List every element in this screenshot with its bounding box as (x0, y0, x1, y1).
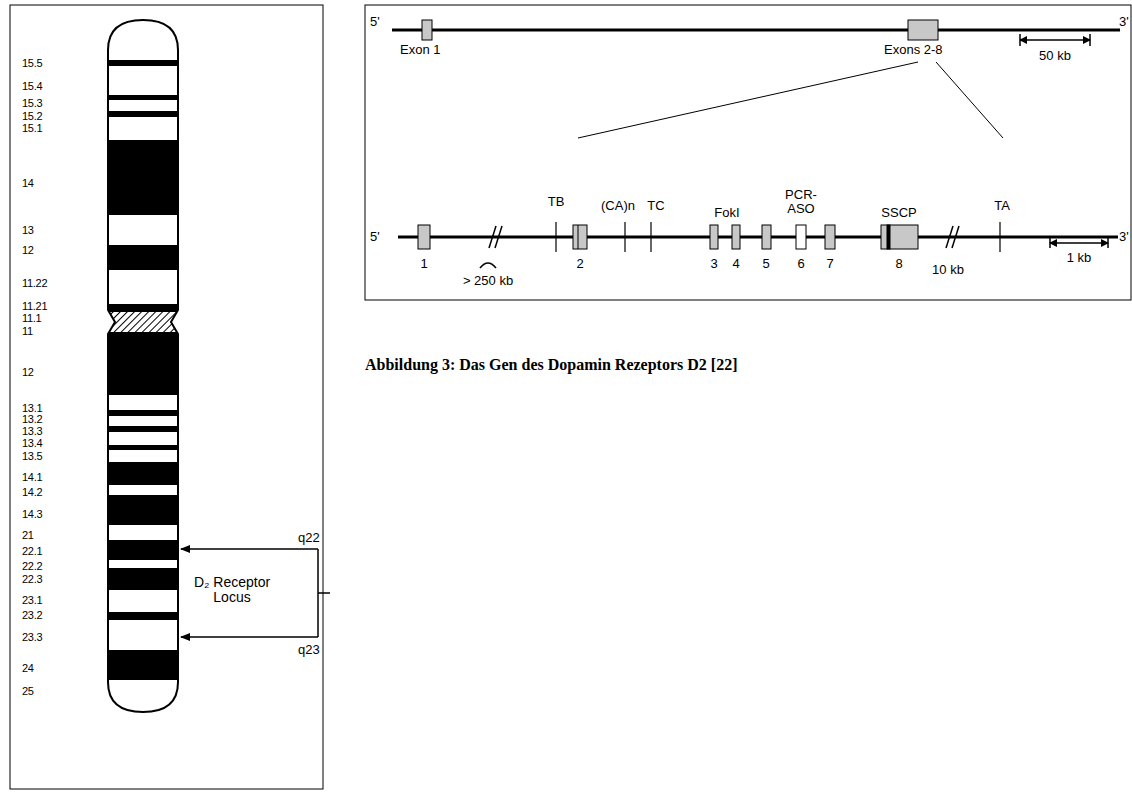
span-arc (480, 263, 496, 268)
panel-frame (365, 5, 1131, 300)
site-label: FokI (714, 206, 739, 220)
panel-frame (10, 5, 323, 789)
band-label: 15.1 (22, 122, 42, 134)
gene-line (392, 29, 1120, 32)
band-label: 22.1 (22, 545, 42, 557)
site-ticks (556, 222, 1000, 252)
site-label: TC (647, 199, 664, 213)
end-label: 5' (370, 15, 380, 29)
site-label: TA (994, 199, 1010, 213)
exon-label: Exons 2-8 (884, 43, 943, 57)
end-label: 5' (370, 230, 380, 244)
locus-arrow (181, 548, 318, 550)
exon-number: 2 (576, 257, 583, 271)
zoom-line (578, 62, 918, 138)
locus-label: q23 (298, 643, 320, 657)
band-label: 11.21 (22, 300, 47, 312)
band-label: 14.1 (22, 471, 42, 483)
scale-bar (1089, 34, 1091, 46)
scale-bar (1019, 34, 1021, 46)
exon-number: 8 (895, 257, 902, 271)
band-label: 21 (22, 529, 34, 541)
locus-title: D₂ Receptor Locus (187, 575, 277, 606)
end-label: 3' (1119, 230, 1129, 244)
band-label: 15.3 (22, 97, 42, 109)
band-label: 15.2 (22, 110, 42, 122)
exon-box (908, 20, 938, 40)
scale-bar (1049, 238, 1051, 248)
band-label: 14.2 (22, 486, 42, 498)
scale-bar (1050, 242, 1108, 244)
band-label: 15.5 (22, 57, 42, 69)
locus-label: q22 (298, 531, 320, 545)
band-label: 23.1 (22, 594, 42, 606)
band-label: 11.22 (22, 277, 47, 289)
band-label: 14 (22, 177, 34, 189)
exon-number: 3 (710, 257, 717, 271)
exon-number: 4 (732, 257, 739, 271)
exon-number: 1 (420, 257, 427, 271)
site-label: (CA)n (601, 199, 635, 213)
break-marks (489, 226, 959, 248)
exon-number: 7 (826, 257, 833, 271)
band-label: 23.2 (22, 609, 42, 621)
span-label: 10 kb (932, 263, 964, 277)
scale-label: 50 kb (1039, 49, 1071, 63)
band-label: 23.3 (22, 631, 42, 643)
figure-caption: Abbildung 3: Das Gen des Dopamin Rezepto… (365, 356, 737, 374)
span-label: > 250 kb (463, 274, 513, 288)
band-label: 22.2 (22, 560, 42, 572)
exon-box (422, 20, 432, 40)
scale-bar (1107, 238, 1109, 248)
site-label: TB (548, 195, 565, 209)
chromosome-outline (108, 20, 178, 712)
site-label: SSCP (881, 206, 916, 220)
band-label: 12 (22, 244, 34, 256)
band-label: 24 (22, 662, 34, 674)
scale-label: 1 kb (1067, 251, 1092, 265)
band-label: 13 (22, 224, 34, 236)
gene-line (398, 236, 1118, 239)
band-label: 13.3 (22, 425, 42, 437)
locus-bracket (318, 592, 330, 594)
exon-label: Exon 1 (400, 43, 440, 57)
band-label: 25 (22, 685, 34, 697)
band-label: 11.1 (22, 312, 41, 324)
band-label: 11 (22, 325, 33, 337)
band-label: 12 (22, 366, 34, 378)
exon-boxes (418, 225, 918, 249)
scale-bar (1020, 39, 1090, 41)
site-label: PCR-ASO (783, 188, 819, 217)
exon-number: 6 (797, 257, 804, 271)
end-label: 3' (1119, 15, 1129, 29)
band-label: 13.4 (22, 437, 42, 449)
exon-number: 5 (762, 257, 769, 271)
locus-arrow (181, 636, 318, 638)
band-label: 13.1 (22, 402, 42, 414)
band-label: 13.2 (22, 413, 42, 425)
band-label: 13.5 (22, 450, 42, 462)
band-label: 15.4 (22, 80, 42, 92)
band-label: 22.3 (22, 573, 42, 585)
zoom-line (936, 62, 1003, 138)
band-label: 14.3 (22, 508, 42, 520)
chromosome-bands (100, 15, 190, 715)
